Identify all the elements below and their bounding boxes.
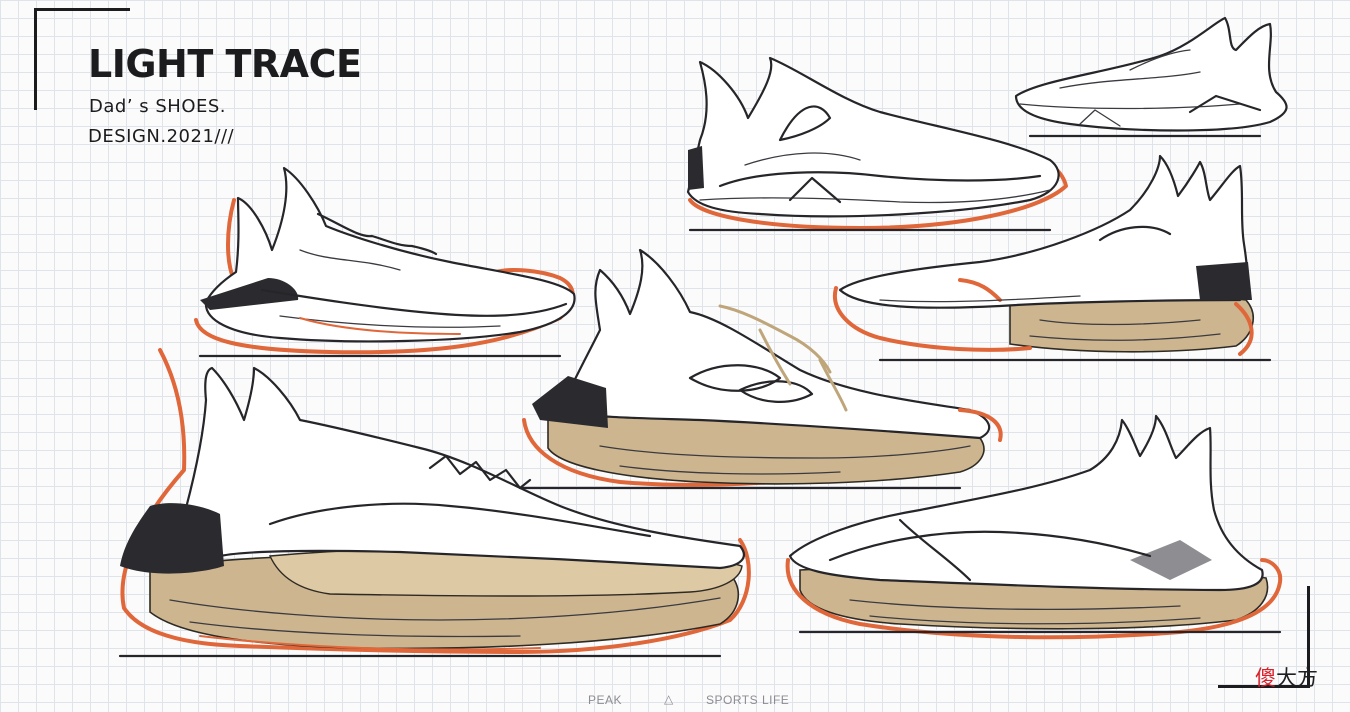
corner-bracket-bottom-right (1218, 586, 1310, 688)
slogan-label: SPORTS LIFE (706, 693, 790, 707)
ground-shadow-lines (118, 134, 1282, 658)
brand-label: PEAK (588, 693, 623, 707)
corner-bracket-top-left (34, 8, 130, 110)
watermark-part-red: 傻 (1255, 666, 1276, 690)
shoe-sketch-large-bottom-left (120, 348, 751, 654)
page-title: LIGHT TRACE (88, 42, 362, 86)
shoe-sketch-top-center (686, 56, 1068, 230)
watermark-part-dark: 大方 (1276, 666, 1318, 690)
footer-branding: PEAK △ SPORTS LIFE (588, 692, 798, 710)
triangle-icon: △ (664, 692, 674, 706)
shoe-sketch-bottom-right (785, 414, 1283, 640)
shoe-sketch-center (522, 248, 1003, 487)
shoe-sketch-top-right (1014, 16, 1288, 132)
shoe-sketch-right-mid (832, 154, 1255, 356)
design-year-label: DESIGN.2021/// (88, 126, 235, 147)
subtitle: Dad’ s SHOES. (89, 96, 227, 117)
watermark: 傻大方 (1255, 662, 1318, 692)
shoe-sketch-left-mid (194, 166, 576, 355)
